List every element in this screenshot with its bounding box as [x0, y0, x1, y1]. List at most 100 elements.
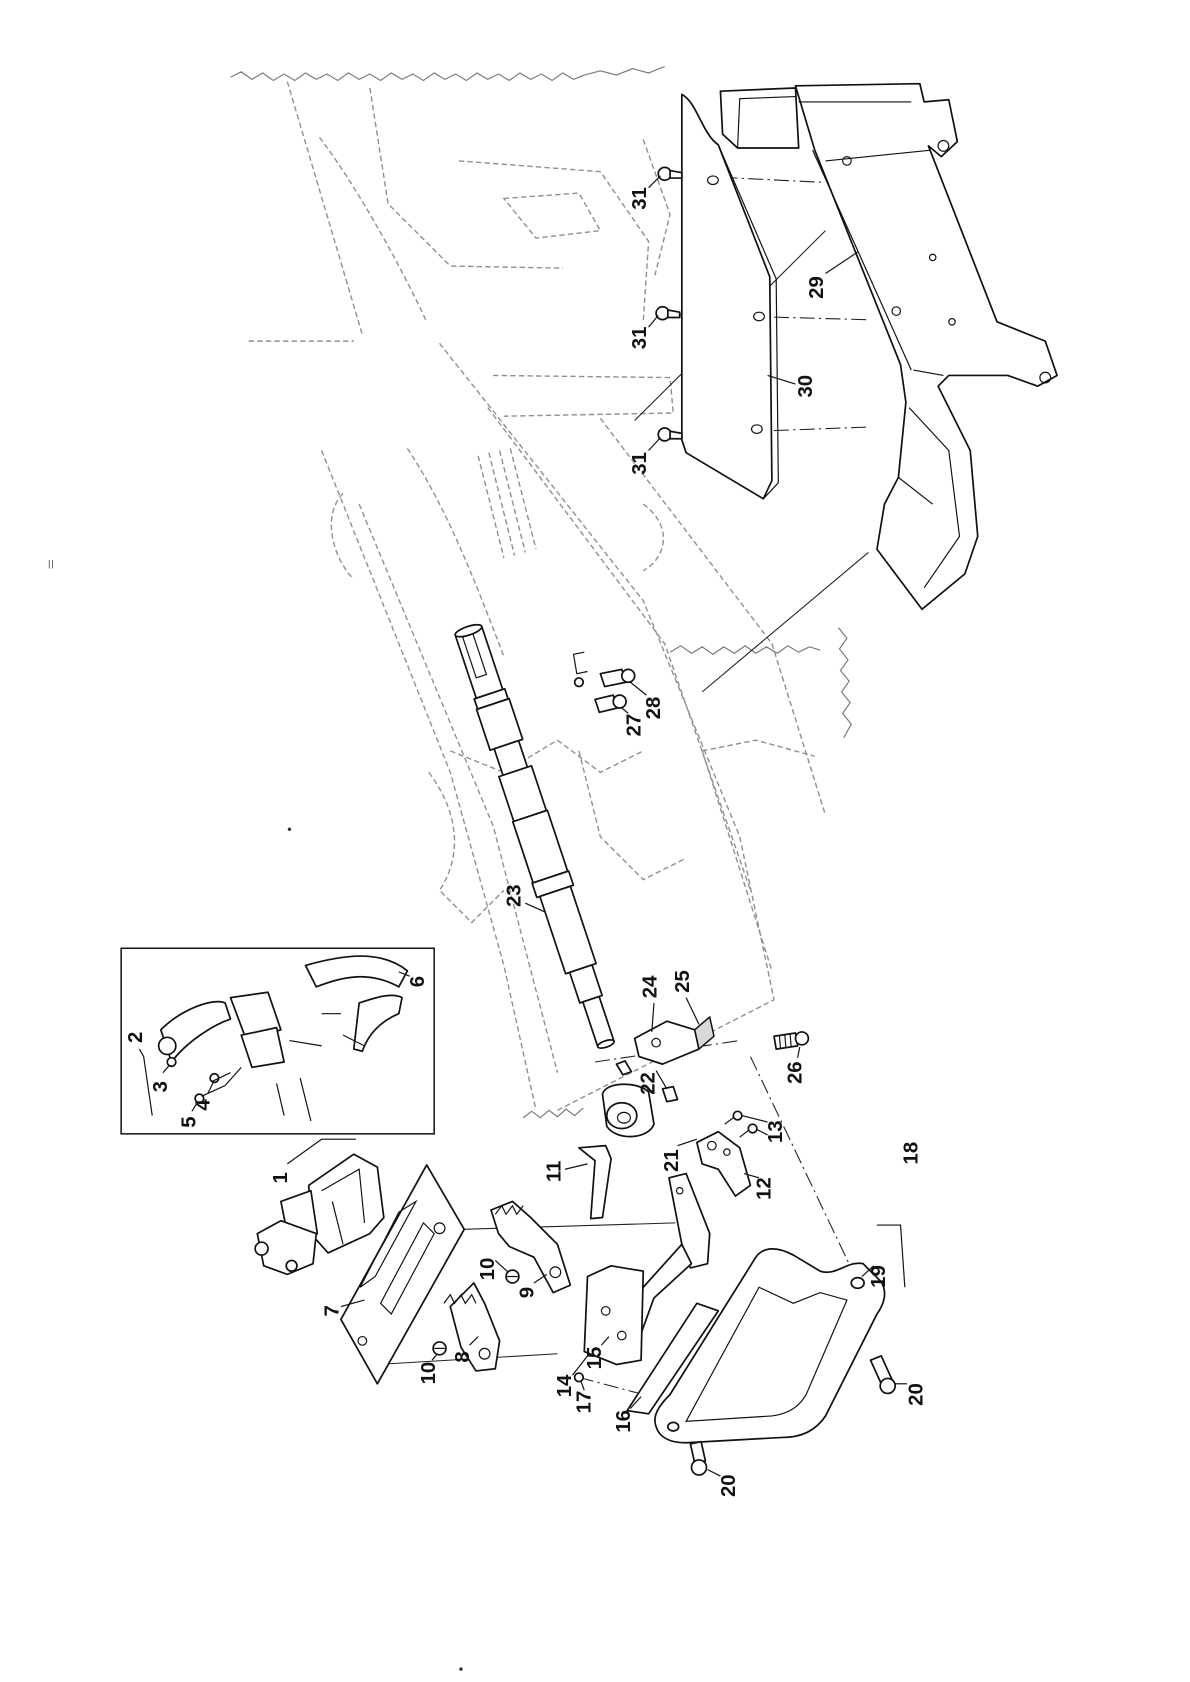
speck [49, 560, 52, 569]
screw-shank [740, 1131, 749, 1137]
screw-shank [668, 310, 680, 318]
screw-4 [210, 1074, 219, 1083]
presser-foot-screw [286, 1260, 297, 1271]
callout-label: 31 [629, 452, 651, 475]
body-line [493, 375, 673, 416]
callout-26: 26 [784, 1047, 806, 1084]
callout-label: 26 [784, 1061, 806, 1084]
speck [459, 1667, 462, 1670]
leader-line [678, 1139, 697, 1145]
feed-dog-9 [491, 1201, 570, 1292]
presser-foot-screw [255, 1242, 268, 1255]
body-line [643, 504, 663, 571]
hinge-block [241, 1028, 284, 1068]
cover-hole [668, 1422, 679, 1431]
screw-31 [658, 428, 682, 441]
callout-label: 11 [543, 1161, 565, 1183]
block-24 [635, 1021, 699, 1064]
center-line [750, 1057, 857, 1282]
broken-edge-top-right [584, 67, 664, 76]
screw-shank [725, 1118, 734, 1124]
leader-line [649, 315, 659, 327]
screw-shank [670, 431, 682, 439]
shaft-segment [540, 886, 596, 974]
body-line [370, 88, 563, 268]
callout-label: 28 [643, 697, 665, 720]
speck [288, 827, 291, 830]
set-screw [616, 1061, 631, 1075]
callout-label: 1 [270, 1172, 292, 1183]
leader-line [630, 682, 646, 695]
callout-label: 18 [900, 1142, 922, 1165]
callout-16: 16 [613, 1397, 641, 1433]
callout-25: 25 [672, 970, 699, 1024]
callout-label: 23 [504, 884, 526, 907]
leader-line [649, 438, 661, 451]
screw-26 [774, 1032, 808, 1049]
pin [277, 1014, 365, 1121]
callout-label: 29 [806, 276, 828, 299]
callout-31: 31 [629, 438, 660, 475]
callout-label: 13 [765, 1120, 787, 1143]
collar-face [607, 1103, 637, 1129]
callout-label: 30 [795, 375, 817, 398]
callout-24: 24 [640, 975, 662, 1032]
screw-head [795, 1032, 808, 1045]
broken-edge-top [230, 72, 584, 81]
body-line [579, 751, 686, 880]
leader-line [581, 1382, 584, 1391]
callout-10: 10 [477, 1258, 508, 1281]
leader-line [565, 1164, 588, 1169]
screw-shank [670, 171, 682, 179]
arm-6 [306, 956, 408, 987]
callout-30: 30 [768, 375, 818, 398]
callout-label: 16 [613, 1410, 635, 1433]
screw-20 [690, 1442, 706, 1475]
scan-specks [49, 560, 462, 1671]
callout-label: 9 [516, 1287, 538, 1298]
body-line [450, 740, 643, 772]
screw-31 [658, 167, 682, 180]
arm-6 [354, 995, 402, 1051]
screw-20 [871, 1356, 896, 1394]
screw-28-head [622, 669, 635, 682]
callout-label: 5 [179, 1116, 201, 1127]
body-line [459, 161, 649, 322]
leader-line [163, 1065, 169, 1073]
broken-edge-bed [670, 646, 820, 655]
body-line [504, 193, 600, 238]
set-screw [663, 1087, 678, 1102]
mounting-plate-30 [682, 94, 778, 498]
feed-bar-comb [478, 448, 536, 557]
callout-label: 3 [150, 1081, 172, 1092]
screw-31 [656, 307, 680, 320]
leader-line [622, 708, 628, 713]
callout-label: 27 [624, 714, 646, 737]
callout-11: 11 [543, 1161, 587, 1183]
callout-label: 7 [321, 1305, 343, 1316]
body-line [429, 772, 504, 922]
screw-head [748, 1124, 757, 1133]
reference-line [702, 552, 868, 691]
callout-9: 9 [516, 1274, 546, 1298]
callout-label: 10 [477, 1258, 499, 1281]
block-24-25 [635, 1017, 714, 1064]
screw-3 [167, 1058, 176, 1067]
plate-outline [682, 94, 772, 498]
body-line [407, 448, 503, 656]
bracket-mark [574, 652, 588, 673]
leader-line [798, 1047, 800, 1058]
part-12 [697, 1132, 751, 1196]
shaft-23 [449, 621, 625, 1054]
body-line [287, 82, 362, 335]
shaft-segment [513, 810, 568, 883]
callout-label: 22 [638, 1072, 660, 1095]
body-line [702, 740, 815, 756]
callout-label: 6 [407, 976, 429, 987]
callout-label: 20 [718, 1474, 740, 1497]
callout-label: 19 [868, 1265, 890, 1288]
leader-line [825, 252, 857, 273]
callout-label: 17 [573, 1391, 595, 1414]
screw-head [656, 307, 669, 320]
arm-2-boss [159, 1037, 176, 1054]
